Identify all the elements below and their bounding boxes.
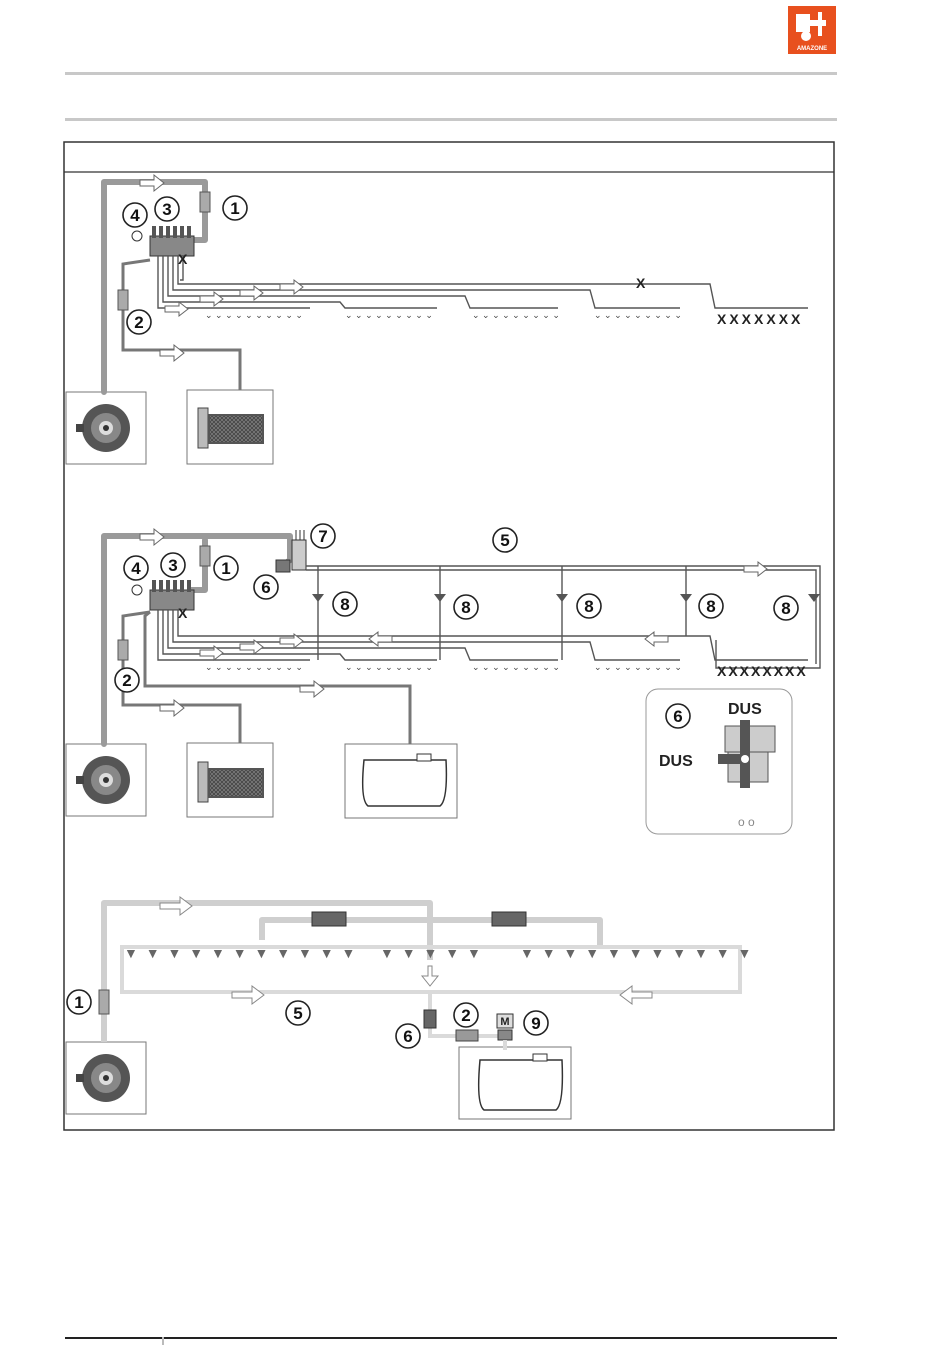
- diagram-2: ⌄ ⌄ ⌄ ⌄ ⌄ ⌄ ⌄ ⌄ ⌄ ⌄ ⌄ ⌄ ⌄ ⌄ ⌄ ⌄ ⌄ ⌄ ⌄ ⌄ …: [66, 524, 820, 834]
- callout-3: 3: [155, 197, 179, 221]
- svg-text:8: 8: [706, 597, 715, 616]
- closed-section-mark: X: [178, 251, 188, 267]
- callout-1: 1: [214, 556, 238, 580]
- tank-icon: [363, 760, 447, 806]
- svg-text:1: 1: [74, 993, 83, 1012]
- svg-text:⌄ ⌄ ⌄ ⌄ ⌄ ⌄ ⌄ ⌄ ⌄: ⌄ ⌄ ⌄ ⌄ ⌄ ⌄ ⌄ ⌄ ⌄: [345, 662, 433, 672]
- tank-icon-3: [479, 1060, 563, 1110]
- pressure-gauge-icon: [132, 231, 142, 241]
- drip-icon: o o: [738, 815, 755, 829]
- callout-9: 9: [524, 1011, 548, 1035]
- svg-text:4: 4: [130, 206, 140, 225]
- section-valve-block: [150, 226, 194, 256]
- flow-meter-icon: [200, 192, 210, 212]
- svg-text:2: 2: [122, 671, 131, 690]
- closed-nozzles-row-2: XXXXXXXX: [717, 663, 808, 679]
- callout-8: 8: [577, 594, 601, 618]
- callout-7: 7: [311, 524, 335, 548]
- inset-label-top: DUS: [728, 701, 762, 718]
- svg-text:8: 8: [781, 599, 790, 618]
- svg-text:5: 5: [293, 1004, 302, 1023]
- section-valve-block-2: [150, 580, 194, 610]
- filter-icon: [198, 408, 264, 448]
- callout-8: 8: [774, 596, 798, 620]
- closed-section-mark-2: X: [178, 605, 188, 621]
- svg-text:▼ ▼ ▼ ▼ ▼ ▼ ▼ ▼ ▼ ▼ ▼: ▼ ▼ ▼ ▼ ▼ ▼ ▼ ▼ ▼ ▼ ▼: [520, 945, 753, 961]
- inset-label-left: DUS: [659, 753, 693, 770]
- svg-text:9: 9: [531, 1014, 540, 1033]
- nozzle-row-icon: ⌄ ⌄ ⌄ ⌄ ⌄ ⌄ ⌄ ⌄ ⌄ ⌄ ⌄ ⌄ ⌄ ⌄ ⌄ ⌄ ⌄ ⌄ ⌄ ⌄ …: [205, 310, 682, 320]
- callout-5: 5: [286, 1001, 310, 1025]
- closed-valve-mark: X: [636, 275, 646, 291]
- flow-meter-2-icon: [118, 290, 128, 310]
- section-valve-icon: [312, 912, 346, 926]
- section-check-valves: [312, 594, 820, 602]
- svg-text:⌄ ⌄ ⌄ ⌄ ⌄ ⌄ ⌄ ⌄ ⌄: ⌄ ⌄ ⌄ ⌄ ⌄ ⌄ ⌄ ⌄ ⌄: [594, 310, 682, 320]
- svg-text:8: 8: [584, 597, 593, 616]
- svg-text:6: 6: [261, 578, 270, 597]
- callout-8: 8: [333, 592, 357, 616]
- callout-6: 6: [396, 1024, 420, 1048]
- callout-1: 1: [223, 196, 247, 220]
- callout-1: 1: [67, 990, 91, 1014]
- callout-3: 3: [161, 553, 185, 577]
- callout-8: 8: [454, 595, 478, 619]
- flow-meter-3-icon: [99, 990, 109, 1014]
- supply-line: [104, 903, 430, 1042]
- pressure-line: [104, 182, 205, 392]
- valve-detail-inset: 6 DUS DUS o o: [646, 689, 792, 834]
- svg-text:⌄ ⌄ ⌄ ⌄ ⌄ ⌄ ⌄ ⌄ ⌄: ⌄ ⌄ ⌄ ⌄ ⌄ ⌄ ⌄ ⌄ ⌄: [472, 310, 560, 320]
- svg-text:7: 7: [318, 527, 327, 546]
- svg-text:⌄ ⌄ ⌄ ⌄ ⌄ ⌄ ⌄ ⌄ ⌄ ⌄: ⌄ ⌄ ⌄ ⌄ ⌄ ⌄ ⌄ ⌄ ⌄ ⌄: [205, 662, 303, 672]
- pressure-relief-icon: [292, 540, 306, 570]
- callout-4: 4: [124, 556, 148, 580]
- flow-arrow-icon: [140, 175, 164, 191]
- svg-text:6: 6: [403, 1027, 412, 1046]
- flow-arrow-return-icon: [160, 345, 184, 361]
- callout-8: 8: [699, 594, 723, 618]
- diagram-1: ⌄ ⌄ ⌄ ⌄ ⌄ ⌄ ⌄ ⌄ ⌄ ⌄ ⌄ ⌄ ⌄ ⌄ ⌄ ⌄ ⌄ ⌄ ⌄ ⌄ …: [66, 175, 808, 464]
- svg-text:▼ ▼ ▼ ▼ ▼: ▼ ▼ ▼ ▼ ▼: [380, 945, 483, 961]
- svg-text:3: 3: [162, 200, 171, 219]
- svg-text:⌄ ⌄ ⌄ ⌄ ⌄ ⌄ ⌄ ⌄ ⌄: ⌄ ⌄ ⌄ ⌄ ⌄ ⌄ ⌄ ⌄ ⌄: [594, 662, 682, 672]
- section-valve-2-icon: [492, 912, 526, 926]
- motor-label: M: [500, 1016, 509, 1028]
- filter-icon-2: [198, 762, 264, 802]
- callout-2: 2: [127, 310, 151, 334]
- drain-valve-icon: [424, 1010, 436, 1028]
- svg-text:2: 2: [134, 313, 143, 332]
- svg-text:8: 8: [461, 598, 470, 617]
- svg-text:1: 1: [221, 559, 230, 578]
- svg-text:▼ ▼ ▼ ▼ ▼ ▼ ▼ ▼ ▼ ▼ ▼: ▼ ▼ ▼ ▼ ▼ ▼ ▼ ▼ ▼ ▼ ▼: [124, 945, 357, 961]
- closed-nozzles-row: XXXXXXX: [717, 311, 803, 327]
- callout-2: 2: [454, 1003, 478, 1027]
- svg-text:4: 4: [131, 559, 141, 578]
- circulation-valve-icon: [276, 560, 290, 572]
- callout-6: 6: [254, 575, 278, 599]
- callout-5: 5: [493, 528, 517, 552]
- svg-text:3: 3: [168, 556, 177, 575]
- tank-lid-icon: [417, 754, 431, 761]
- svg-text:8: 8: [340, 595, 349, 614]
- svg-text:⌄ ⌄ ⌄ ⌄ ⌄ ⌄ ⌄ ⌄ ⌄ ⌄: ⌄ ⌄ ⌄ ⌄ ⌄ ⌄ ⌄ ⌄ ⌄ ⌄: [205, 310, 303, 320]
- nozzle-boom-icons: ▼ ▼ ▼ ▼ ▼ ▼ ▼ ▼ ▼ ▼ ▼ ▼ ▼ ▼ ▼ ▼ ▼ ▼ ▼ ▼ …: [124, 945, 753, 961]
- inset-callout-6: 6: [673, 707, 682, 726]
- svg-text:5: 5: [500, 531, 509, 550]
- svg-text:⌄ ⌄ ⌄ ⌄ ⌄ ⌄ ⌄ ⌄ ⌄: ⌄ ⌄ ⌄ ⌄ ⌄ ⌄ ⌄ ⌄ ⌄: [472, 662, 560, 672]
- svg-text:2: 2: [461, 1006, 470, 1025]
- svg-text:1: 1: [230, 199, 239, 218]
- diagram-3: ▼ ▼ ▼ ▼ ▼ ▼ ▼ ▼ ▼ ▼ ▼ ▼ ▼ ▼ ▼ ▼ ▼ ▼ ▼ ▼ …: [66, 897, 753, 1119]
- callout-2: 2: [115, 668, 139, 692]
- callout-4: 4: [123, 203, 147, 227]
- svg-text:⌄ ⌄ ⌄ ⌄ ⌄ ⌄ ⌄ ⌄ ⌄: ⌄ ⌄ ⌄ ⌄ ⌄ ⌄ ⌄ ⌄ ⌄: [345, 310, 433, 320]
- flow-meter-return-icon: [456, 1030, 478, 1041]
